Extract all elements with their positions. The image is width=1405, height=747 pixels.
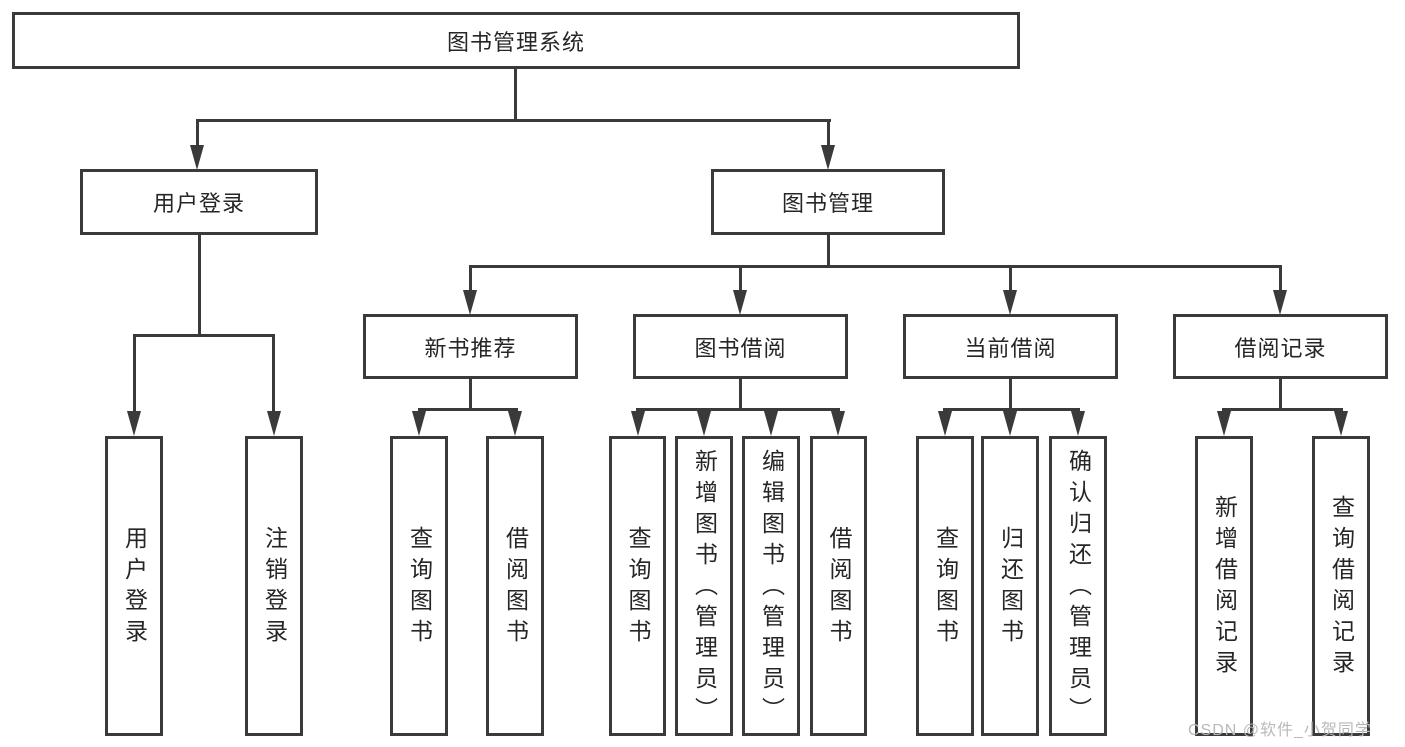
connector-group4-rail — [943, 408, 1080, 411]
arrow-down-icon — [267, 411, 281, 436]
leaf-borrow-borrow-book: 借阅图书 — [810, 436, 867, 736]
leaf-recommend-borrow-book: 借阅图书 — [486, 436, 544, 736]
leaf-logout: 注销登录 — [245, 436, 303, 736]
connector-level3-drop-a — [469, 265, 472, 292]
leaf-borrow-add-book-admin: 新增图书（管理员） — [675, 436, 733, 736]
arrow-down-icon — [127, 411, 141, 436]
node-current-borrow: 当前借阅 — [903, 314, 1118, 379]
connector-level3-drop-b — [739, 265, 742, 292]
connector-level2-rail — [196, 119, 831, 122]
connector-login-drop-b — [272, 334, 275, 413]
arrow-down-icon — [821, 145, 835, 170]
connector-group2-stub — [469, 378, 472, 411]
connector-mgmt-stub — [827, 234, 830, 268]
connector-level3-drop-c — [1009, 265, 1012, 292]
leaf-borrow-query-book: 查询图书 — [609, 436, 666, 736]
connector-level3-rail — [469, 265, 1282, 268]
connector-level2-drop-right — [827, 119, 830, 147]
arrow-down-icon — [1071, 411, 1085, 436]
connector-login-rail — [133, 334, 275, 337]
leaf-current-return-book: 归还图书 — [981, 436, 1039, 736]
connector-group3-stub — [739, 378, 742, 411]
arrow-down-icon — [1003, 411, 1017, 436]
node-user-login: 用户登录 — [80, 169, 318, 235]
node-root: 图书管理系统 — [12, 12, 1020, 69]
connector-group4-stub — [1009, 378, 1012, 411]
node-book-borrow: 图书借阅 — [633, 314, 848, 379]
leaf-current-confirm-return-admin: 确认归还（管理员） — [1049, 436, 1107, 736]
node-book-management: 图书管理 — [711, 169, 945, 235]
watermark: CSDN @软件_小贺同学 — [1188, 722, 1372, 739]
connector-group3-rail — [636, 408, 840, 411]
leaf-records-add-record: 新增借阅记录 — [1195, 436, 1253, 736]
arrow-down-icon — [697, 411, 711, 436]
leaf-current-query-book: 查询图书 — [916, 436, 974, 736]
connector-level3-drop-d — [1279, 265, 1282, 292]
connector-group2-rail — [418, 408, 518, 411]
connector-root-stub — [514, 68, 517, 122]
node-borrow-records: 借阅记录 — [1173, 314, 1388, 379]
leaf-records-query-record: 查询借阅记录 — [1312, 436, 1370, 736]
arrow-down-icon — [1334, 411, 1348, 436]
leaf-recommend-query-book: 查询图书 — [390, 436, 448, 736]
connector-login-drop-a — [133, 334, 136, 413]
arrow-down-icon — [1273, 290, 1287, 315]
arrow-down-icon — [733, 290, 747, 315]
arrow-down-icon — [190, 145, 204, 170]
connector-group5-rail — [1222, 408, 1343, 411]
arrow-down-icon — [1217, 411, 1231, 436]
arrow-down-icon — [1003, 290, 1017, 315]
node-new-book-recommend: 新书推荐 — [363, 314, 578, 379]
arrow-down-icon — [631, 411, 645, 436]
leaf-user-login: 用户登录 — [105, 436, 163, 736]
connector-group5-stub — [1279, 378, 1282, 411]
arrow-down-icon — [463, 290, 477, 315]
arrow-down-icon — [764, 411, 778, 436]
arrow-down-icon — [938, 411, 952, 436]
arrow-down-icon — [831, 411, 845, 436]
connector-login-stub — [198, 234, 201, 337]
leaf-borrow-edit-book-admin: 编辑图书（管理员） — [742, 436, 800, 736]
connector-level2-drop-left — [196, 119, 199, 147]
arrow-down-icon — [412, 411, 426, 436]
arrow-down-icon — [508, 411, 522, 436]
